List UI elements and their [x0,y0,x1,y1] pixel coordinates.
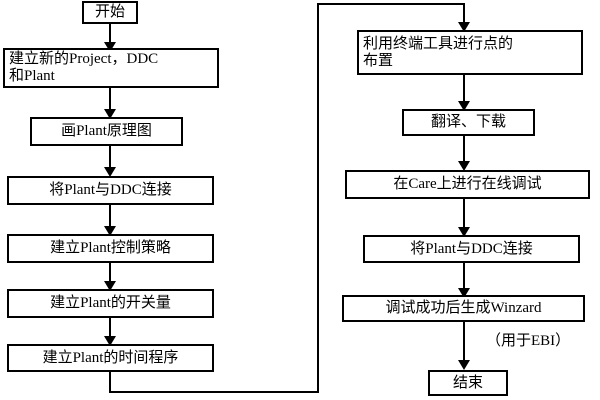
node-time-program-label: 建立Plant的时间程序 [42,349,179,366]
connector-new-project-to-draw-plant [109,87,111,114]
arrowhead-link-ddc-2 [458,227,470,237]
node-draw-plant-label: 画Plant原理图 [61,123,152,140]
node-terminal-tool-label: 利用终端工具进行点的 布置 [363,35,514,69]
node-link-ddc-2[interactable]: 将Plant与DDC连接 [363,235,580,263]
connector-start-to-new-project [109,23,111,46]
connector-time-program-down [109,372,111,393]
node-new-project-label: 建立新的Project，DDC 和Plant [9,51,159,84]
node-end-label: 结束 [452,374,483,391]
connector-link-ddc-1-to-ctrl-strategy [109,205,111,231]
node-switch-value-label: 建立Plant的开关量 [50,295,171,312]
node-ctrl-strategy[interactable]: 建立Plant控制策略 [7,234,214,263]
connector-terminal-tool-to-translate [463,75,465,106]
node-new-project[interactable]: 建立新的Project，DDC 和Plant [3,48,219,88]
node-start[interactable]: 开始 [82,1,138,24]
connector-switch-value-to-time-program [109,318,111,343]
arrowhead-gen-winzard [458,288,470,298]
node-link-ddc-2-label: 将Plant与DDC连接 [410,240,533,257]
node-time-program[interactable]: 建立Plant的时间程序 [7,344,214,372]
connector-top-horizontal [317,3,465,5]
connector-into-terminal-tool [463,3,465,27]
connector-link-ddc-2-to-gen-winzard [463,263,465,294]
node-switch-value[interactable]: 建立Plant的开关量 [7,289,214,318]
arrowhead-time-program [104,336,116,346]
connector-bottom-horizontal [109,391,319,393]
node-care-online[interactable]: 在Care上进行在线调试 [345,170,590,199]
arrowhead-link-ddc-1 [104,167,116,177]
arrowhead-switch-value [104,281,116,291]
node-terminal-tool[interactable]: 利用终端工具进行点的 布置 [357,30,583,75]
annotation-ebi-note: （用于EBI） [486,333,571,349]
arrowhead-new-project [104,42,116,52]
node-end[interactable]: 结束 [428,370,508,396]
node-link-ddc-1[interactable]: 将Plant与DDC连接 [7,176,214,205]
node-link-ddc-1-label: 将Plant与DDC连接 [49,182,172,199]
connector-right-riser [317,3,319,393]
connector-care-online-to-link-ddc-2 [463,199,465,231]
node-ctrl-strategy-label: 建立Plant控制策略 [50,240,171,257]
arrowhead-care-online [458,161,470,171]
arrowhead-draw-plant [104,109,116,119]
node-care-online-label: 在Care上进行在线调试 [393,176,542,193]
connector-draw-plant-to-link-ddc-1 [109,146,111,172]
arrowhead-translate [458,101,470,111]
arrowhead-ctrl-strategy [104,226,116,236]
node-draw-plant[interactable]: 画Plant原理图 [30,117,183,146]
node-start-label: 开始 [94,4,125,21]
node-gen-winzard-label: 调试成功后生成Winzard [385,300,542,317]
arrowhead-end [458,360,470,370]
node-translate-label: 翻译、下载 [430,114,506,131]
connector-gen-winzard-to-end [463,322,465,366]
node-translate[interactable]: 翻译、下载 [402,109,535,136]
node-gen-winzard[interactable]: 调试成功后生成Winzard [342,295,585,322]
connector-translate-to-care-online [463,136,465,167]
arrowhead-terminal-tool [458,22,470,32]
connector-ctrl-strategy-to-switch-value [109,263,111,287]
